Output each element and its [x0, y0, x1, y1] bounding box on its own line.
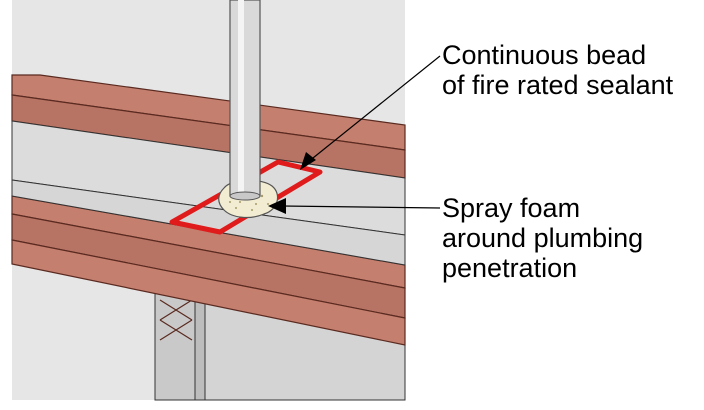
- lower-stud: [154, 291, 196, 401]
- lower-stud-face: [194, 291, 206, 401]
- plumbing-pipe: [229, 0, 261, 197]
- callout-spray-foam: Spray foam around plumbing penetration: [442, 193, 643, 283]
- callout-fire-rated-sealant: Continuous bead of fire rated sealant: [442, 40, 673, 100]
- callout-foam-line-3: penetration: [442, 253, 578, 283]
- front-double-plate-face: [11, 239, 406, 346]
- pipe-bottom: [229, 191, 261, 201]
- rear-top-plate-top: [11, 74, 406, 151]
- plate-top-surface: [11, 179, 406, 266]
- insulation-hatch: [159, 299, 193, 341]
- foam-leader-line: [281, 205, 441, 209]
- sealant-leader-line: [307, 55, 441, 163]
- foam-arrowhead: [268, 198, 286, 214]
- sealant-arrowhead: [300, 152, 316, 170]
- pipe-highlight: [238, 0, 244, 194]
- callout-foam-line-2: around plumbing: [442, 223, 644, 253]
- callout-sealant-line-1: Continuous bead: [442, 40, 647, 70]
- callout-sealant-line-2: of fire rated sealant: [442, 70, 674, 100]
- callout-foam-line-1: Spray foam: [442, 193, 581, 223]
